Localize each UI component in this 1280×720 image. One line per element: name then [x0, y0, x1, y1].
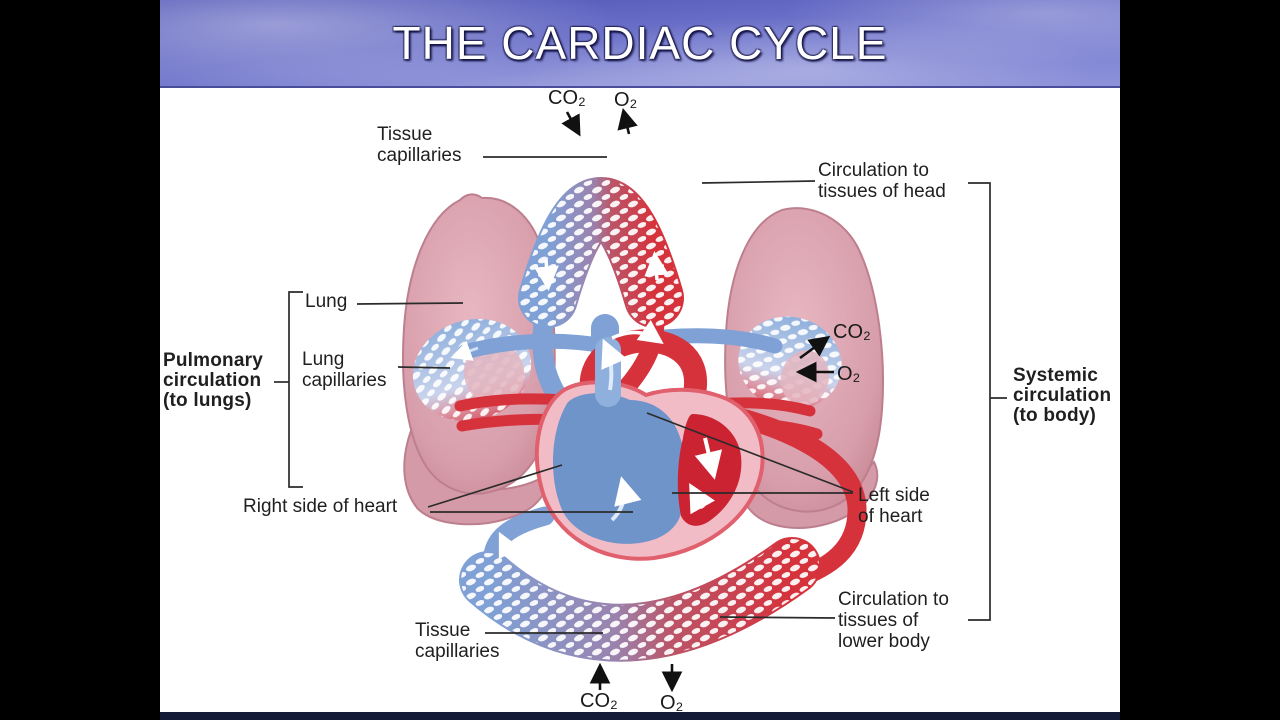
circulation-diagram: [274, 107, 1007, 693]
right-side-heart-label: Right side of heart: [243, 496, 398, 517]
top-capillary-bed: [518, 177, 684, 328]
circulation-head-label: Circulation to tissues of head: [818, 160, 946, 202]
lung-line: [356, 302, 464, 305]
o2-label-top: O₂: [614, 89, 638, 111]
tissue-capillaries-bottom-label: Tissue capillaries: [415, 620, 500, 662]
right-side-heart-line-a: [427, 464, 563, 508]
lung-capillaries-line: [397, 366, 451, 369]
o2-label-right-lung: O₂: [837, 363, 861, 385]
left-side-heart-line-a: [646, 412, 854, 493]
heart-illustration: [534, 337, 765, 561]
diagram-area: [160, 88, 1120, 712]
tissue-capillaries-top-label: Tissue capillaries: [377, 124, 462, 166]
lung-label: Lung: [305, 291, 348, 312]
pulmonary-bracket: [274, 291, 303, 488]
left-side-heart-label: Left side of heart: [858, 485, 930, 527]
slide-title: THE CARDIAC CYCLE: [392, 17, 888, 69]
systemic-bracket: [968, 182, 1007, 621]
co2-label-bottom: CO₂: [580, 690, 618, 712]
slide: THE CARDIAC CYCLE: [160, 0, 1120, 720]
title-banner: THE CARDIAC CYCLE: [160, 0, 1120, 88]
co2-down-arrow-top: [561, 111, 581, 137]
blood-flow-arrows: [450, 251, 773, 560]
co2-label-right-lung: CO₂: [833, 321, 871, 343]
pulmonary-circulation-label: Pulmonary circulation (to lungs): [163, 350, 263, 411]
leader-lines: [356, 156, 854, 634]
lung-capillaries-label: Lung capillaries: [302, 349, 387, 391]
co2-arrow-right-lung: [799, 335, 831, 360]
slide-bottom-bar: [160, 712, 1120, 720]
o2-label-bottom: O₂: [660, 692, 684, 714]
co2-label-top: CO₂: [548, 87, 586, 109]
circulation-head-line: [701, 180, 816, 184]
o2-up-arrow-top: [617, 107, 638, 135]
bottom-capillary-bed: [459, 537, 821, 662]
right-heart-chamber: [552, 393, 686, 544]
systemic-circulation-label: Systemic circulation (to body): [1013, 365, 1112, 426]
circulation-lower-label: Circulation to tissues of lower body: [838, 589, 949, 652]
circulation-lower-line: [719, 616, 836, 619]
gas-exchange-arrows: [561, 107, 834, 693]
